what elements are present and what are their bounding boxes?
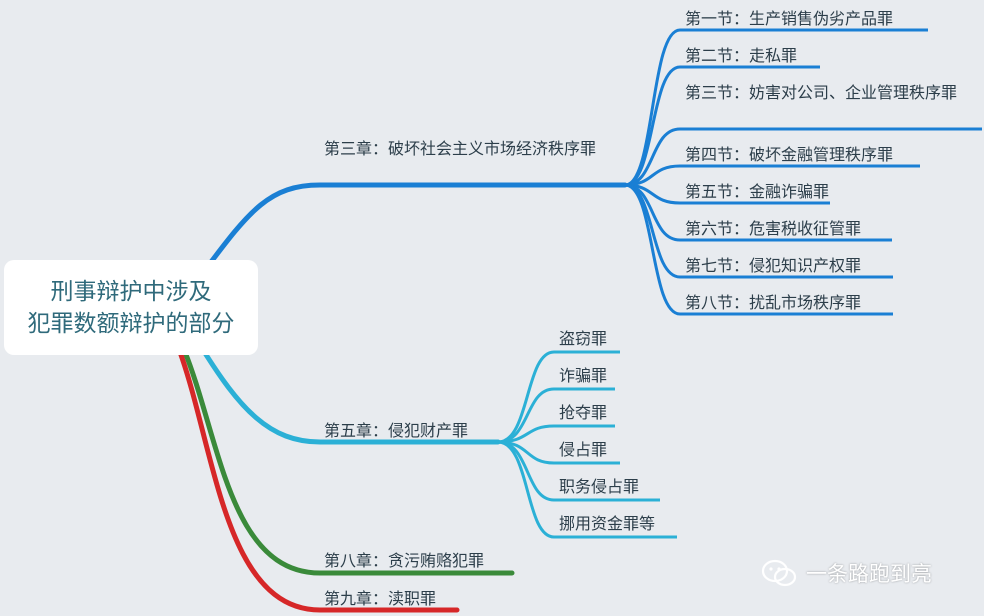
connector-root-ch9 bbox=[177, 349, 460, 613]
connector-ch5-item bbox=[497, 387, 615, 444]
connector-ch5-item bbox=[497, 440, 677, 539]
chapter-node-5[interactable]: 第五章：侵犯财产罪 bbox=[324, 421, 469, 440]
connector-root-ch3 bbox=[202, 182, 628, 273]
connector-root-ch5 bbox=[197, 342, 501, 445]
item-node-ch5[interactable]: 盗窃罪 bbox=[559, 329, 608, 348]
item-node-ch5[interactable]: 诈骗罪 bbox=[559, 366, 608, 385]
wechat-icon bbox=[761, 559, 797, 587]
root-title-line2: 犯罪数额辩护的部分 bbox=[27, 310, 235, 337]
section-node-ch3[interactable]: 第五节：金融诈骗罪 bbox=[685, 182, 830, 201]
item-node-ch5[interactable]: 挪用资金罪等 bbox=[559, 514, 656, 533]
section-node-ch3[interactable]: 第八节：扰乱市场秩序罪 bbox=[685, 293, 862, 312]
item-node-ch5[interactable]: 职务侵占罪 bbox=[559, 477, 640, 496]
item-node-ch5[interactable]: 侵占罪 bbox=[559, 440, 608, 459]
connector-ch3-section bbox=[624, 183, 893, 316]
chapter-node-8[interactable]: 第八章：贪污贿赂犯罪 bbox=[324, 551, 485, 570]
chapter-node-9[interactable]: 第九章：渎职罪 bbox=[324, 589, 437, 608]
connector-ch3-section bbox=[624, 127, 982, 187]
connector-ch3-section bbox=[624, 65, 820, 187]
section-node-ch3[interactable]: 第二节：走私罪 bbox=[685, 46, 798, 65]
root-node[interactable]: 刑事辩护中涉及 犯罪数额辩护的部分 bbox=[4, 260, 258, 355]
section-node-ch3[interactable]: 第一节：生产销售伪劣产品罪 bbox=[685, 9, 894, 28]
item-node-ch5[interactable]: 抢夺罪 bbox=[559, 403, 608, 422]
section-node-ch3[interactable]: 第四节：破坏金融管理秩序罪 bbox=[685, 145, 894, 164]
watermark-text: 一条路跑到亮 bbox=[806, 562, 932, 586]
section-node-ch3[interactable]: 第三节：妨害对公司、企业管理秩序罪 bbox=[685, 83, 958, 102]
section-node-ch3[interactable]: 第七节：侵犯知识产权罪 bbox=[685, 256, 862, 275]
connector-root-ch8 bbox=[182, 349, 515, 576]
watermark: 一条路跑到亮 bbox=[760, 558, 932, 588]
connector-ch5-item bbox=[497, 350, 620, 444]
root-title-line1: 刑事辩护中涉及 bbox=[50, 278, 212, 305]
chapter-node-3[interactable]: 第三章：破坏社会主义市场经济秩序罪 bbox=[324, 139, 597, 158]
section-node-ch3[interactable]: 第六节：危害税收征管罪 bbox=[685, 219, 862, 238]
